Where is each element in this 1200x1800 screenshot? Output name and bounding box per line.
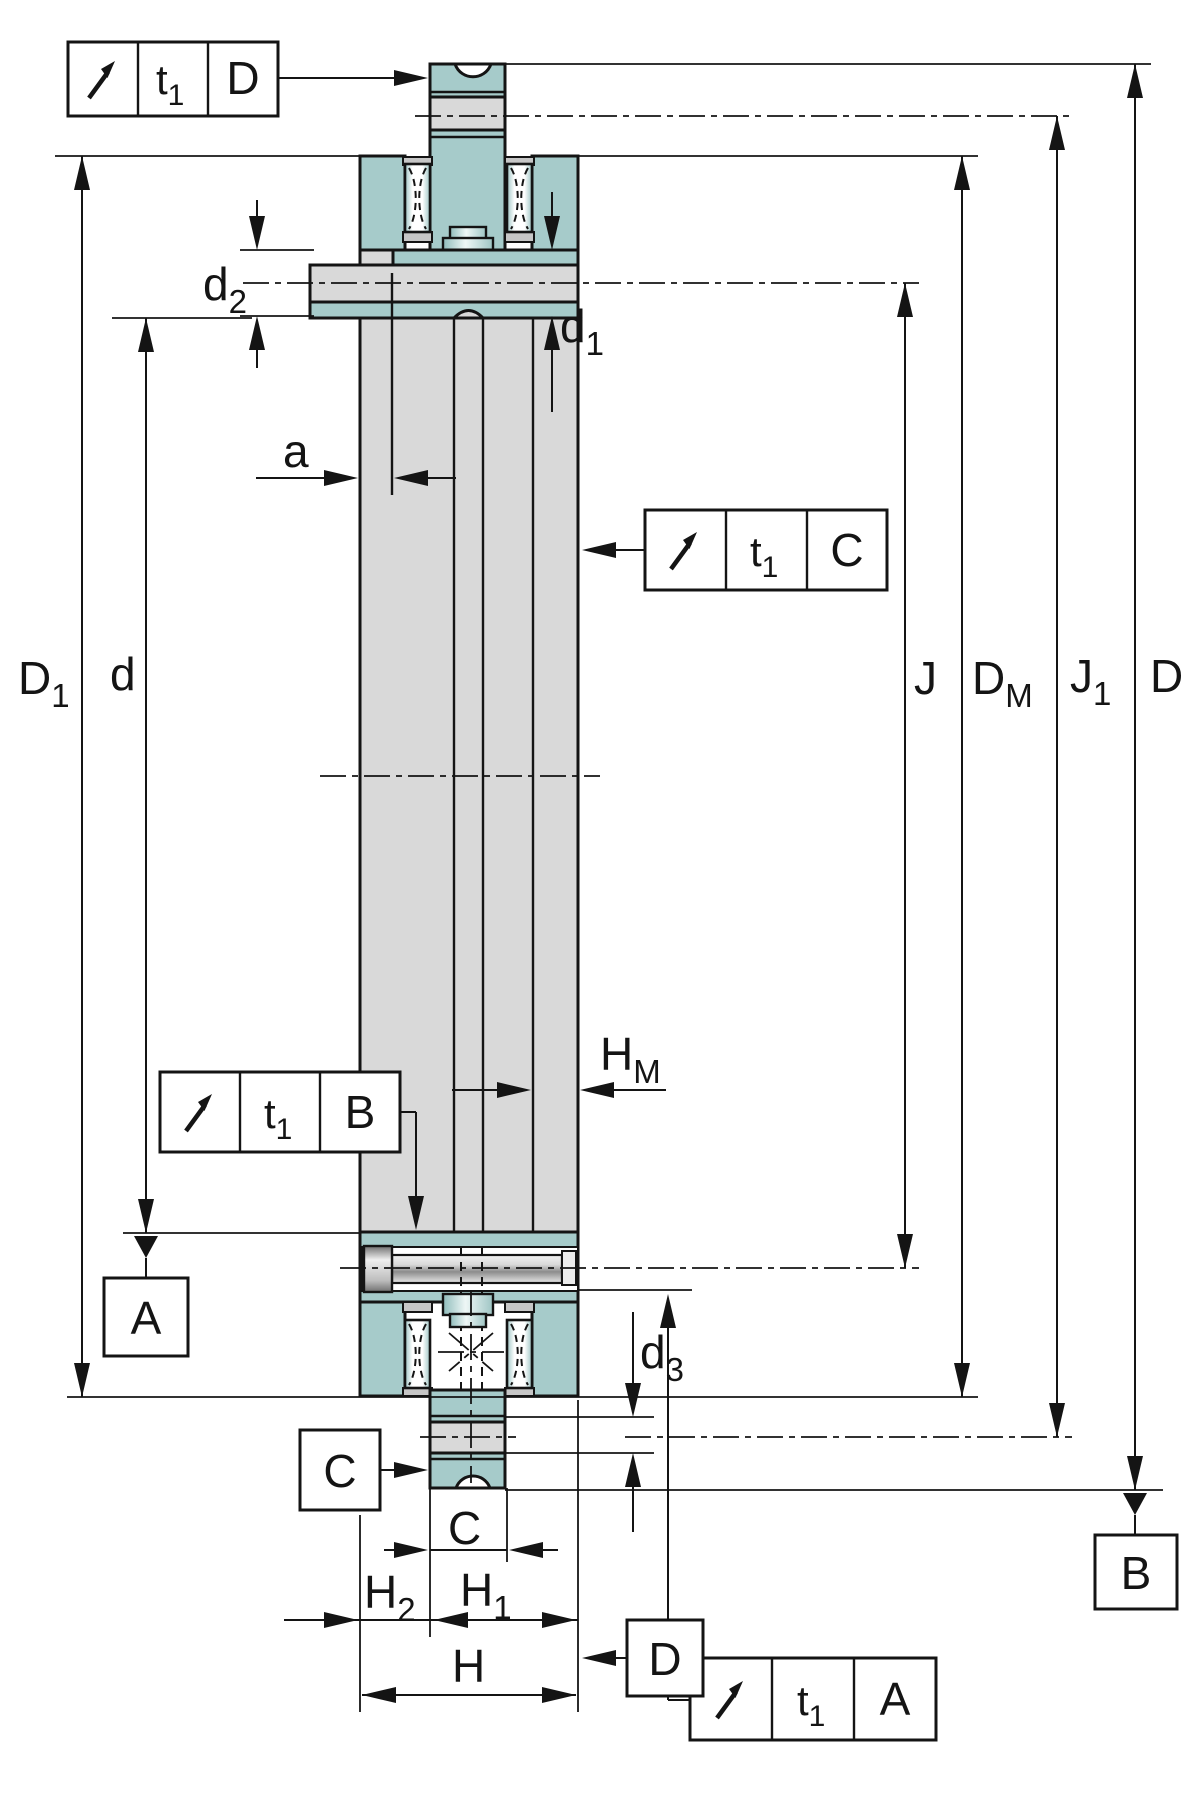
tolerance-frame-bottom-right: t1 A (688, 1656, 938, 1742)
dimension-H (362, 1687, 576, 1703)
lower-roller-right (505, 1318, 534, 1390)
extension-lines (55, 63, 1163, 1712)
lower-spigot (441, 1292, 495, 1317)
frame-leader-top-left (278, 70, 428, 86)
dimension-H2-H1 (284, 1612, 578, 1628)
label-H1: H1 (460, 1564, 512, 1626)
tolerance-frame-mid-right: t1 C (643, 508, 889, 592)
label-HM: HM (600, 1028, 661, 1090)
tolerance-frames: t1 D t1 C t1 B t1 A (66, 40, 938, 1742)
svg-text:C: C (830, 524, 863, 576)
dimension-d3 (625, 1312, 641, 1532)
dimension-labels: D1 d J DM J1 D d2 d1 d3 a HM C H2 H1 H (18, 258, 1183, 1692)
main-ring-body (358, 316, 580, 1234)
datum-C-leader (380, 1462, 428, 1478)
svg-text:B: B (1121, 1547, 1152, 1599)
frame-leader-mid-left (400, 1111, 424, 1230)
label-J: J (914, 652, 937, 704)
fixing-screw-shank (390, 1253, 564, 1285)
dimension-d1 (544, 192, 560, 412)
lower-outer-ring-left (358, 1300, 407, 1398)
tolerance-frame-mid-left: t1 B (158, 1070, 402, 1154)
datum-D-leader (582, 1650, 627, 1666)
datum-box-B: B (1093, 1533, 1179, 1611)
fixing-screw-head (362, 1244, 394, 1294)
dimension-HM (452, 1082, 666, 1098)
dimension-lines (74, 64, 1147, 1703)
label-H: H (452, 1640, 485, 1692)
lower-outer-ring-right (530, 1300, 580, 1398)
lower-roller-left (403, 1318, 432, 1390)
upper-roller-right (505, 162, 534, 234)
label-DM: DM (972, 652, 1033, 714)
dimension-d (134, 318, 158, 1278)
label-J1: J1 (1070, 650, 1111, 712)
datum-box-C: C (298, 1428, 382, 1512)
label-D: D (1150, 650, 1183, 702)
datum-B-triangle (1123, 1493, 1147, 1515)
bearing-cross-section (308, 62, 600, 1490)
bottom-shaft-notch (453, 1474, 493, 1490)
label-d3: d3 (640, 1326, 684, 1388)
svg-text:t1: t1 (156, 56, 184, 112)
label-C-dim: C (448, 1502, 481, 1554)
svg-text:t1: t1 (750, 528, 778, 584)
label-H2: H2 (364, 1566, 416, 1628)
svg-text:t1: t1 (797, 1677, 825, 1733)
datum-box-D: D (625, 1618, 705, 1698)
label-d2: d2 (203, 258, 247, 320)
dimension-J1 (1049, 116, 1065, 1437)
label-a: a (283, 425, 309, 477)
bore-dome-top (450, 309, 487, 320)
dimension-D1 (74, 156, 90, 1397)
dimension-D (1123, 64, 1147, 1535)
datum-box-A: A (102, 1276, 190, 1358)
svg-text:A: A (880, 1673, 911, 1725)
dimension-C (384, 1542, 558, 1558)
svg-text:A: A (131, 1292, 162, 1344)
top-stud-notch (452, 62, 494, 79)
svg-text:B: B (345, 1086, 376, 1138)
upper-flange-band2 (308, 300, 580, 320)
datum-A-triangle (134, 1236, 158, 1258)
datum-boxes: A B C D (102, 1276, 1179, 1698)
upper-outer-ring-left (358, 154, 407, 252)
label-d1: d1 (560, 300, 604, 362)
dimension-DM (954, 156, 970, 1397)
top-stud-bore-band (428, 95, 507, 132)
svg-text:D: D (648, 1633, 681, 1685)
dimension-J (897, 283, 913, 1268)
upper-roller-left (403, 162, 432, 234)
frame-leader-mid-right (582, 542, 645, 558)
svg-text:C: C (323, 1445, 356, 1497)
dimension-d2 (249, 200, 265, 368)
svg-text:t1: t1 (264, 1090, 292, 1146)
dimension-a (256, 470, 456, 486)
label-D1: D1 (18, 652, 70, 714)
label-d: d (110, 648, 136, 700)
tolerance-frame-top-left: t1 D (66, 40, 280, 118)
svg-text:D: D (226, 52, 259, 104)
